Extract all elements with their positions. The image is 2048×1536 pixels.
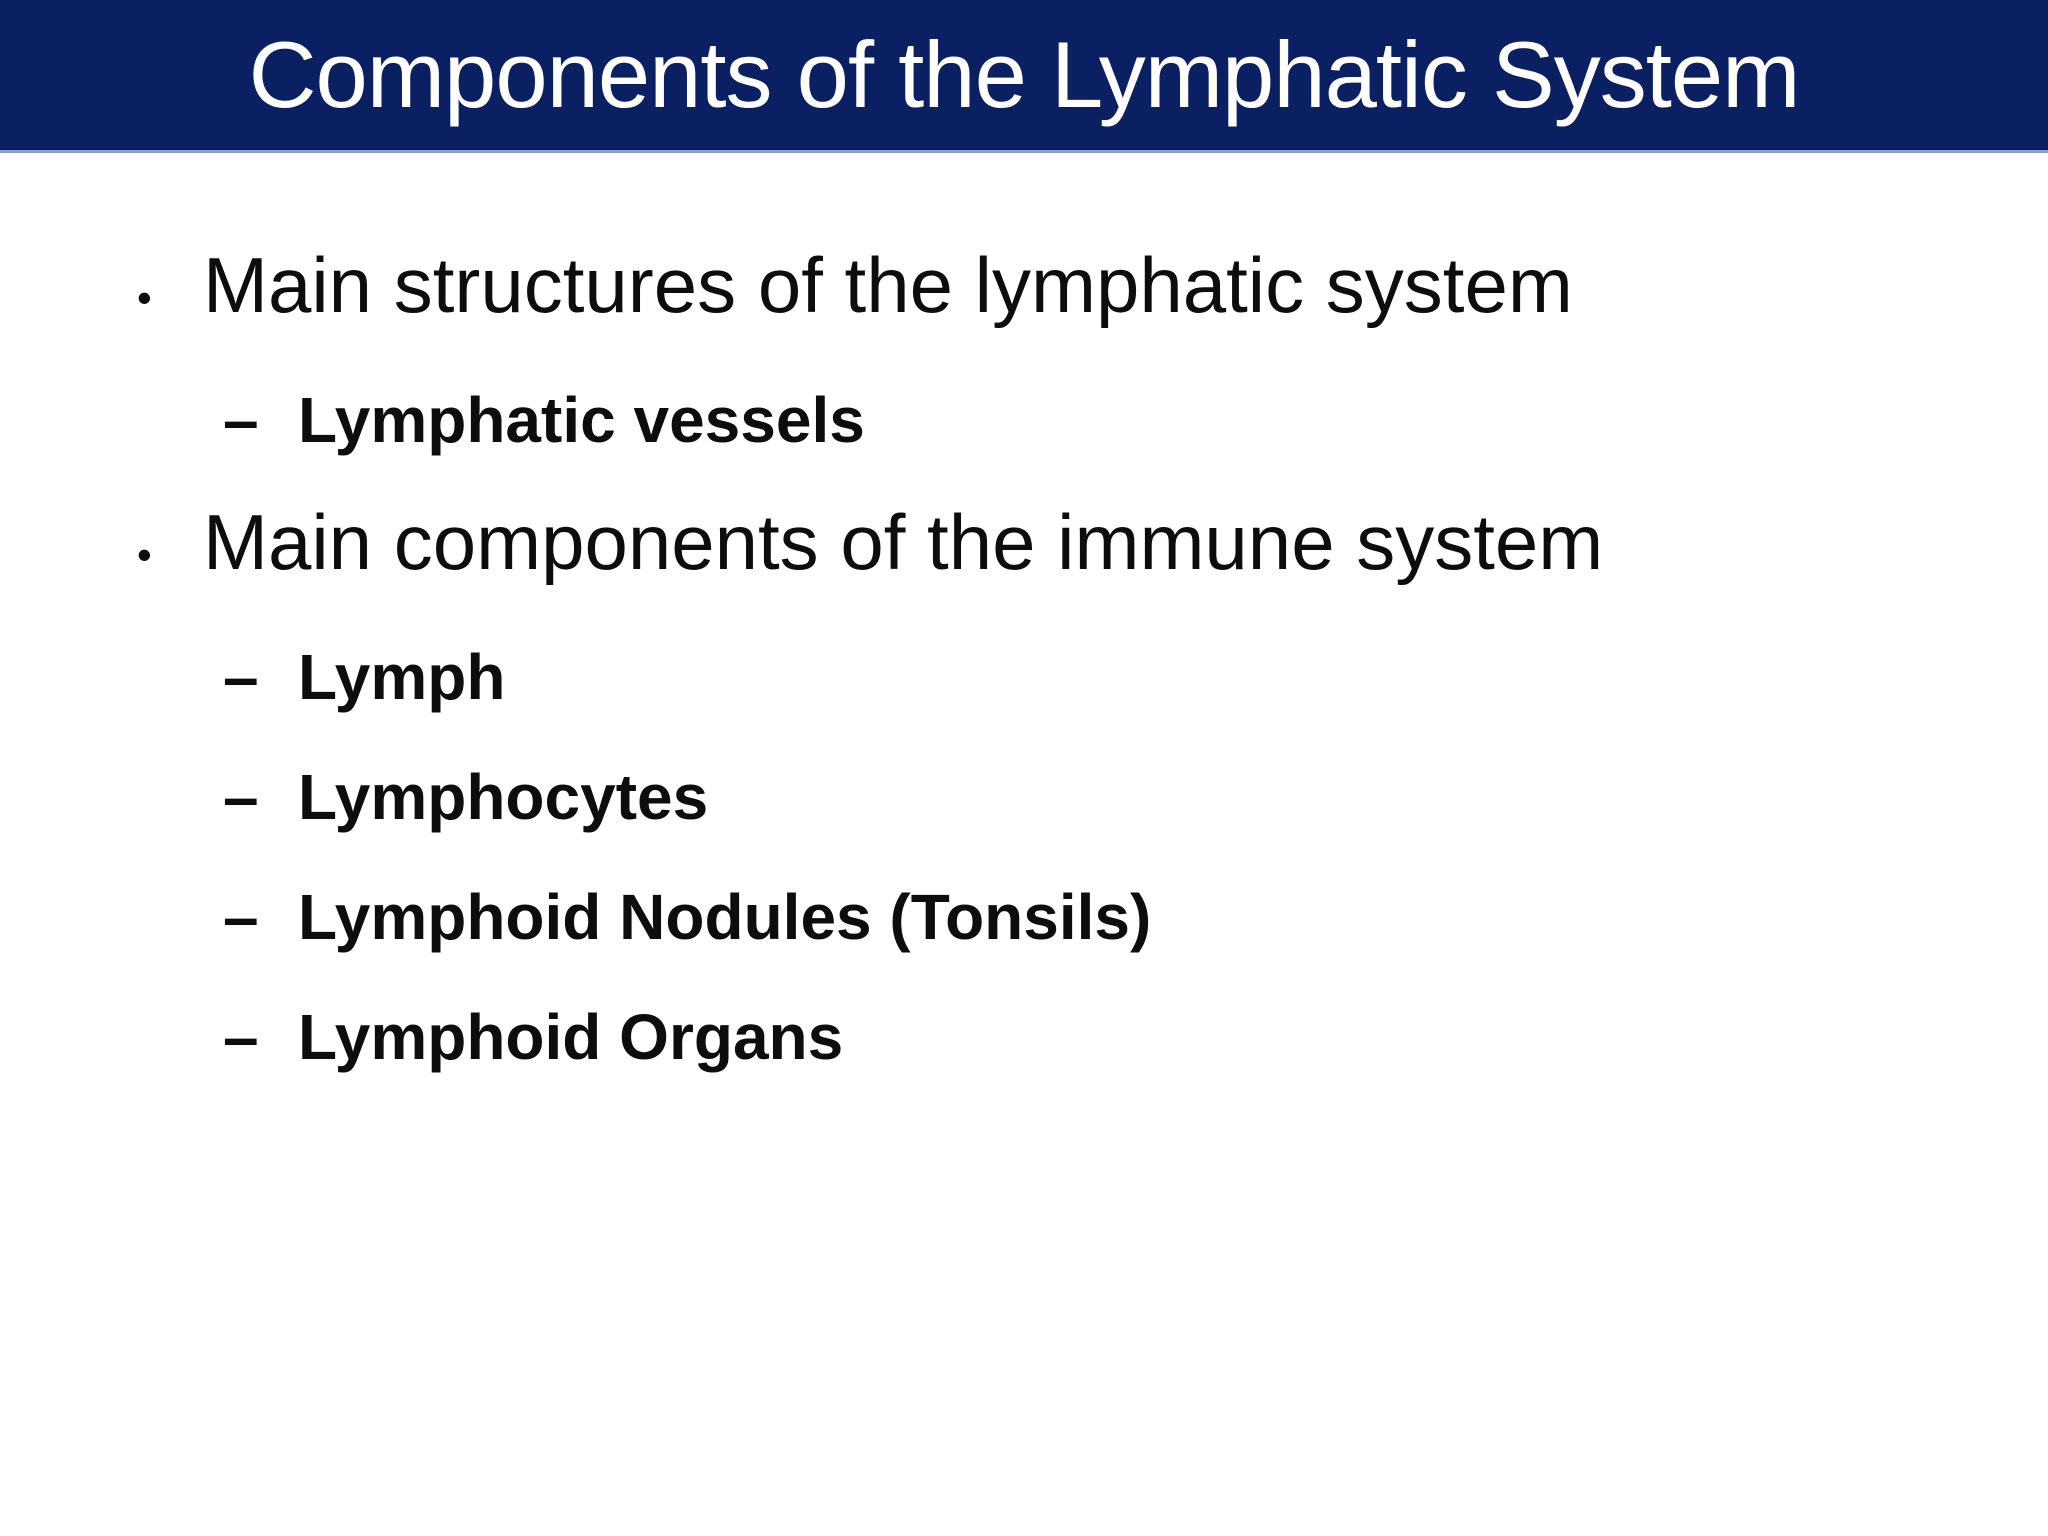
list-item: – Lymph bbox=[0, 617, 2048, 737]
dash-icon: – bbox=[223, 641, 259, 713]
list-item-text: Lymphocytes bbox=[298, 761, 709, 833]
list-item-text: Lymph bbox=[298, 641, 506, 713]
bullet-icon: • bbox=[137, 274, 152, 321]
dash-icon: – bbox=[223, 881, 259, 953]
slide-title: Components of the Lymphatic System bbox=[248, 22, 1801, 127]
slide-body: • Main structures of the lymphatic syste… bbox=[0, 153, 2048, 1097]
list-item-text: Main structures of the lymphatic system bbox=[203, 241, 1573, 329]
dash-icon: – bbox=[223, 1001, 259, 1073]
dash-icon: – bbox=[223, 761, 259, 833]
slide-title-bar: Components of the Lymphatic System bbox=[0, 0, 2048, 153]
list-item: – Lymphocytes bbox=[0, 737, 2048, 857]
list-item: • Main components of the immune system bbox=[0, 480, 2048, 617]
list-item-text: Lymphoid Nodules (Tonsils) bbox=[298, 881, 1152, 953]
list-item-text: Main components of the immune system bbox=[203, 498, 1604, 586]
list-item: – Lymphatic vessels bbox=[0, 360, 2048, 480]
list-item: – Lymphoid Nodules (Tonsils) bbox=[0, 857, 2048, 977]
dash-icon: – bbox=[223, 384, 259, 456]
list-item: • Main structures of the lymphatic syste… bbox=[0, 223, 2048, 360]
list-item-text: Lymphatic vessels bbox=[298, 384, 865, 456]
bullet-icon: • bbox=[137, 531, 152, 578]
list-item: – Lymphoid Organs bbox=[0, 977, 2048, 1097]
list-item-text: Lymphoid Organs bbox=[298, 1001, 844, 1073]
